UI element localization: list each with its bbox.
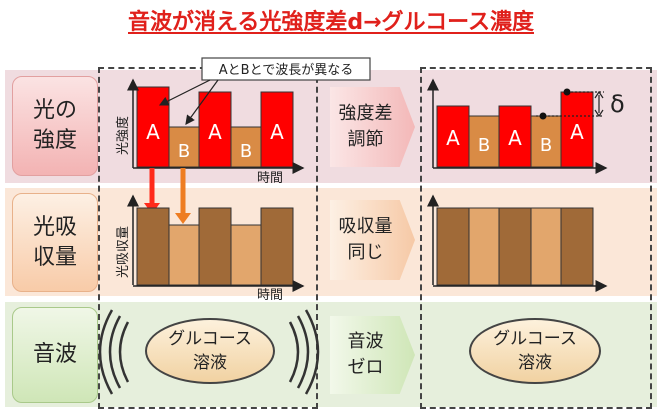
bar-label-right-B2: B xyxy=(540,135,552,156)
delta-dot-top xyxy=(563,88,571,96)
delta-symbol: δ xyxy=(610,90,625,118)
arrow-intensity-adjust: 強度差 調節 xyxy=(330,87,415,167)
row-label-absorption: 光吸 収量 xyxy=(12,193,98,292)
bar-left-A2 xyxy=(198,91,232,168)
right-dashed-panel xyxy=(420,67,652,409)
absorb-left-2 xyxy=(168,224,200,286)
bar-label-right-A1: A xyxy=(446,126,460,150)
bar-label-left-A3: A xyxy=(270,120,284,144)
bar-label-left-A2: A xyxy=(208,120,222,144)
sound-wave-icon xyxy=(98,309,320,395)
absorb-right-4 xyxy=(530,207,562,286)
bar-label-left-A1: A xyxy=(146,120,160,144)
absorb-right-3 xyxy=(498,207,532,286)
bar-right-A2 xyxy=(498,105,532,168)
right-absorption-bars xyxy=(436,207,594,286)
absorb-left-3 xyxy=(198,207,232,286)
absorb-right-1 xyxy=(436,207,470,286)
arrow-down-orange xyxy=(175,213,191,224)
absorb-left-5 xyxy=(260,207,294,286)
bar-right-A3 xyxy=(560,91,594,168)
bar-label-right-A2: A xyxy=(508,126,522,150)
bar-left-B2 xyxy=(230,126,262,168)
arrow-absorption-same: 吸収量 同じ xyxy=(330,200,415,280)
bar-label-left-B1: B xyxy=(178,141,190,162)
absorb-right-2 xyxy=(468,207,500,286)
row-label-sound: 音波 xyxy=(12,307,98,403)
callout-box xyxy=(201,57,371,81)
bar-left-A3 xyxy=(260,91,294,168)
axis-y-absorption: 光吸収量 xyxy=(116,226,131,278)
absorb-right-5 xyxy=(560,207,594,286)
absorb-left-4 xyxy=(230,224,262,286)
left-intensity-bars xyxy=(136,86,294,168)
axis-x-time-top: 時間 xyxy=(257,171,283,186)
bar-label-left-B2: B xyxy=(240,141,252,162)
axis-y-intensity: 光強度 xyxy=(115,116,131,155)
callout-text: AとBとで波長が異なる xyxy=(219,63,353,78)
axis-x-time-mid: 時間 xyxy=(257,288,283,303)
right-intensity-bars xyxy=(436,91,594,168)
bar-left-B1 xyxy=(168,126,200,168)
glucose-solution-right: グルコース 溶液 xyxy=(469,318,601,384)
delta-dot-bottom xyxy=(539,112,547,120)
page-title: 音波が消える光強度差d→グルコース濃度 xyxy=(128,10,534,35)
left-absorption-bars xyxy=(136,207,294,286)
glucose-solution-left: グルコース 溶液 xyxy=(145,318,275,384)
absorb-left-1 xyxy=(136,207,170,286)
bar-label-right-A3: A xyxy=(570,120,584,144)
arrow-sound-zero: 音波 ゼロ xyxy=(330,316,415,394)
row-label-intensity: 光の 強度 xyxy=(12,76,98,176)
bar-label-right-B1: B xyxy=(478,135,490,156)
bar-right-A1 xyxy=(436,105,470,168)
